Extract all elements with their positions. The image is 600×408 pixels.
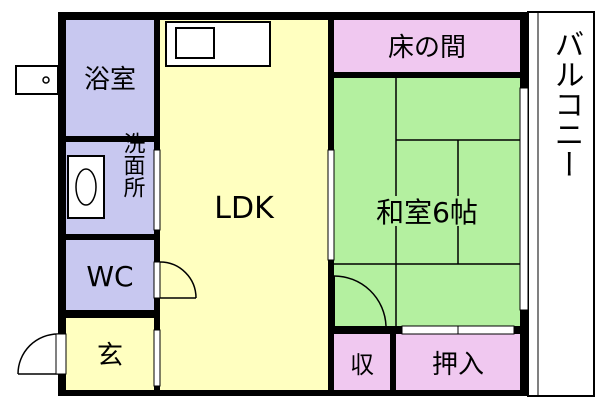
bath-label: 浴室	[84, 65, 136, 95]
storage-label: 収	[350, 351, 374, 379]
water-heater	[15, 65, 59, 95]
balcony-area	[527, 11, 595, 397]
closet-area	[396, 334, 520, 390]
bath-area	[66, 20, 154, 136]
entrance-area	[66, 318, 154, 390]
entrance-opening	[153, 329, 161, 387]
washroom-opening	[153, 149, 161, 231]
washitsu-label: 和室6帖	[376, 196, 478, 229]
ldk-area	[160, 20, 328, 390]
wc-label: WC	[86, 260, 133, 293]
entrance-door-swing	[17, 333, 59, 375]
washroom-label: 洗面所	[120, 132, 146, 198]
washitsu-door-swing	[333, 275, 387, 327]
sliding-door	[327, 149, 335, 261]
washbasin	[67, 155, 105, 219]
storage-area	[334, 334, 390, 390]
tokonoma-area	[334, 20, 520, 72]
wc-door-swing	[159, 261, 197, 299]
kitchen-sink	[175, 27, 215, 59]
balcony-label: バルコニー	[549, 29, 584, 179]
ldk-label: LDK	[214, 191, 275, 226]
balcony-window	[519, 87, 529, 311]
tokonoma-label: 床の間	[388, 33, 466, 63]
closet-label: 押入	[432, 350, 484, 380]
wc-area	[66, 240, 154, 310]
entrance-label: 玄	[97, 341, 123, 371]
